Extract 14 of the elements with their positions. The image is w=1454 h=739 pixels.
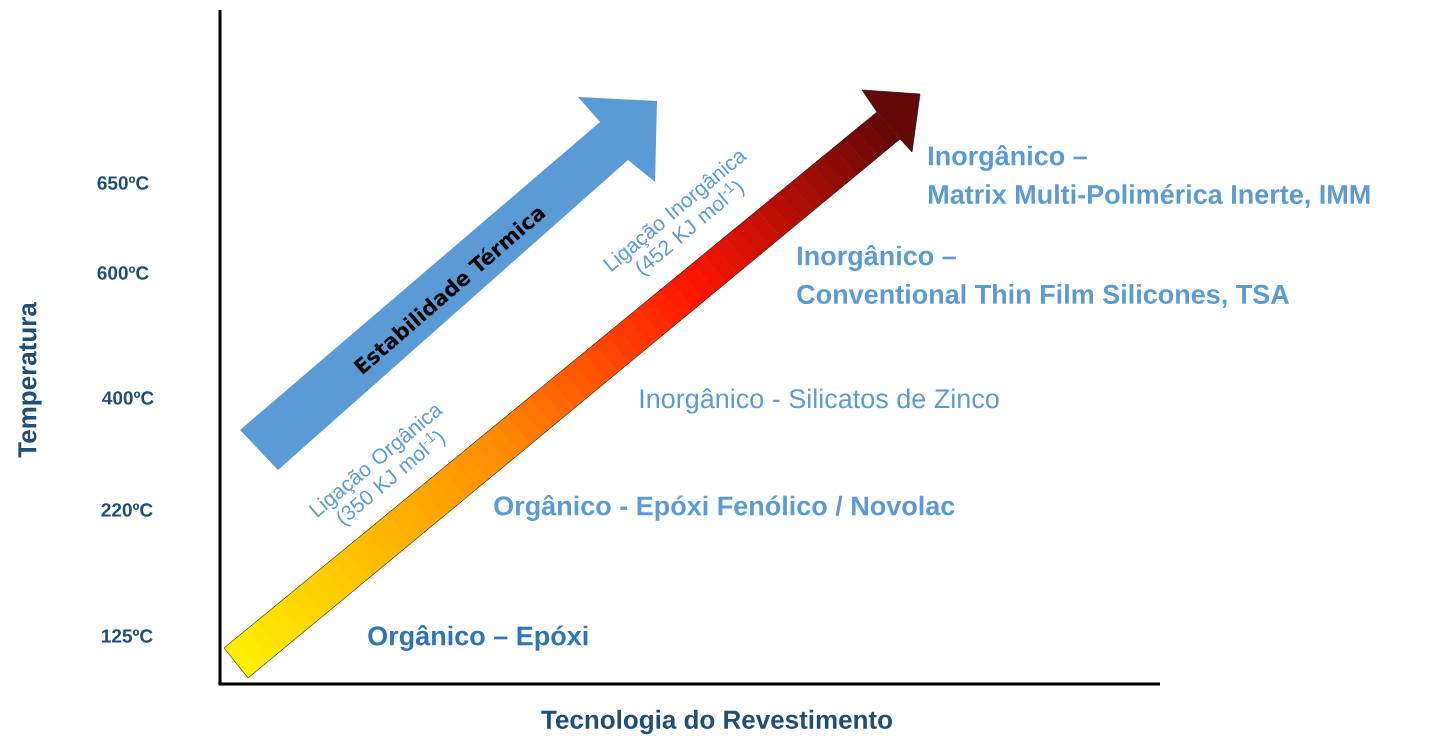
axis-title: Tecnologia do Revestimento [541, 709, 892, 735]
axis-title: Temperatura [18, 302, 42, 458]
category-label: Inorgânico – [929, 145, 1087, 171]
axis-tick-label: 125ºC [102, 629, 153, 643]
category-label: Inorgânico – [798, 245, 956, 271]
category-label: Matrix Multi-Polimérica Inerte, IMM [929, 184, 1370, 208]
axis-tick-label: 220ºC [101, 503, 153, 517]
axis-tick-label: 650ºC [97, 176, 149, 190]
axis-tick-label: 600ºC [97, 266, 149, 280]
category-label: Inorgânico - Silicatos de Zinco [640, 388, 999, 414]
category-label: Conventional Thin Film Silicones, TSA [797, 284, 1290, 308]
category-label: Orgânico – Epóxi [368, 625, 588, 651]
category-label: Orgânico - Epóxi Fenólico / Novolac [494, 495, 955, 521]
axis-tick-label: 400ºC [102, 391, 154, 405]
